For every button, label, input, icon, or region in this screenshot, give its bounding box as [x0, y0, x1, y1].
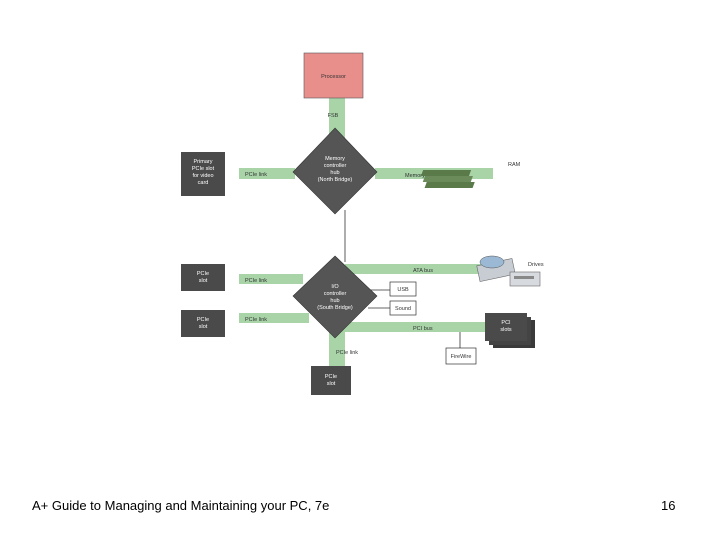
pcie-slot-2-line-2: slot [199, 324, 208, 330]
pcie-link-bottom-bus [329, 328, 345, 366]
primary-pcie-slot [181, 152, 225, 196]
pcie-slot-1-line-1: PCIe [197, 271, 209, 277]
pcie-link-bottom-label: PCIe link [336, 350, 358, 356]
primary-slot-line-1: Primary [194, 159, 213, 165]
connector-lines [344, 210, 461, 348]
mch-line-1: Memory [325, 156, 345, 162]
drives-label: Drives [528, 262, 544, 268]
primary-slot-line-4: card [198, 180, 209, 186]
ich-line-1: I/O [331, 284, 339, 290]
ich-line-3: hub [330, 298, 339, 304]
processor-box [303, 52, 364, 99]
pcie-slot-2-line-1: PCIe [197, 317, 209, 323]
memory-bus-label: Memory bus [405, 173, 436, 179]
pcie-link-top-label: PCIe link [245, 172, 267, 178]
primary-slot-line-3: for video [192, 173, 213, 179]
usb-label: USB [397, 287, 409, 293]
usb-box [389, 281, 417, 297]
pci-bus-label: PCI bus [413, 326, 433, 332]
pcie-slot-bottom [311, 366, 351, 395]
mch-line-4: (North Bridge) [318, 177, 353, 183]
ram-label: RAM [508, 162, 521, 168]
ata-bus-line [345, 264, 485, 274]
pcie-link-1-label: PCIe link [245, 278, 267, 284]
pcie-slot-1-line-2: slot [199, 278, 208, 284]
pci-slots-line-2: slots [500, 327, 512, 333]
pcie-slot-2 [181, 310, 225, 337]
pcie-link-top-bus [239, 168, 295, 179]
fsb-bus [329, 98, 345, 140]
ram-icon [420, 170, 475, 188]
pcie-link-2-bus [239, 313, 309, 323]
mch-line-3: hub [330, 170, 339, 176]
memory-controller-hub [292, 127, 378, 215]
pci-bus-line [343, 322, 485, 332]
bus-lines [239, 98, 493, 366]
pci-slots-stack [485, 313, 535, 348]
io-controller-hub [292, 255, 378, 339]
fsb-label: FSB [328, 113, 339, 119]
pcie-link-2-label: PCIe link [245, 317, 267, 323]
processor-label: Processor [321, 74, 346, 80]
footer-title: A+ Guide to Managing and Maintaining you… [32, 498, 330, 513]
sound-box [389, 300, 417, 316]
ata-bus-label: ATA bus [413, 268, 433, 274]
pcie-slot-bottom-line-1: PCIe [325, 374, 337, 380]
pci-slots-line-1: PCI [501, 320, 511, 326]
pcie-link-1-bus [239, 274, 303, 284]
drives-icon [476, 255, 541, 287]
firewire-label: FireWire [451, 354, 472, 360]
ich-line-2: controller [324, 291, 347, 297]
firewire-box [445, 347, 477, 365]
ich-line-4: (South Bridge) [317, 305, 353, 311]
pcie-slot-bottom-line-2: slot [327, 381, 336, 387]
pcie-slot-1 [181, 264, 225, 291]
primary-slot-line-2: PCIe slot [192, 166, 215, 172]
mch-line-2: controller [324, 163, 347, 169]
page-number: 16 [661, 498, 676, 513]
sound-label: Sound [395, 306, 411, 312]
